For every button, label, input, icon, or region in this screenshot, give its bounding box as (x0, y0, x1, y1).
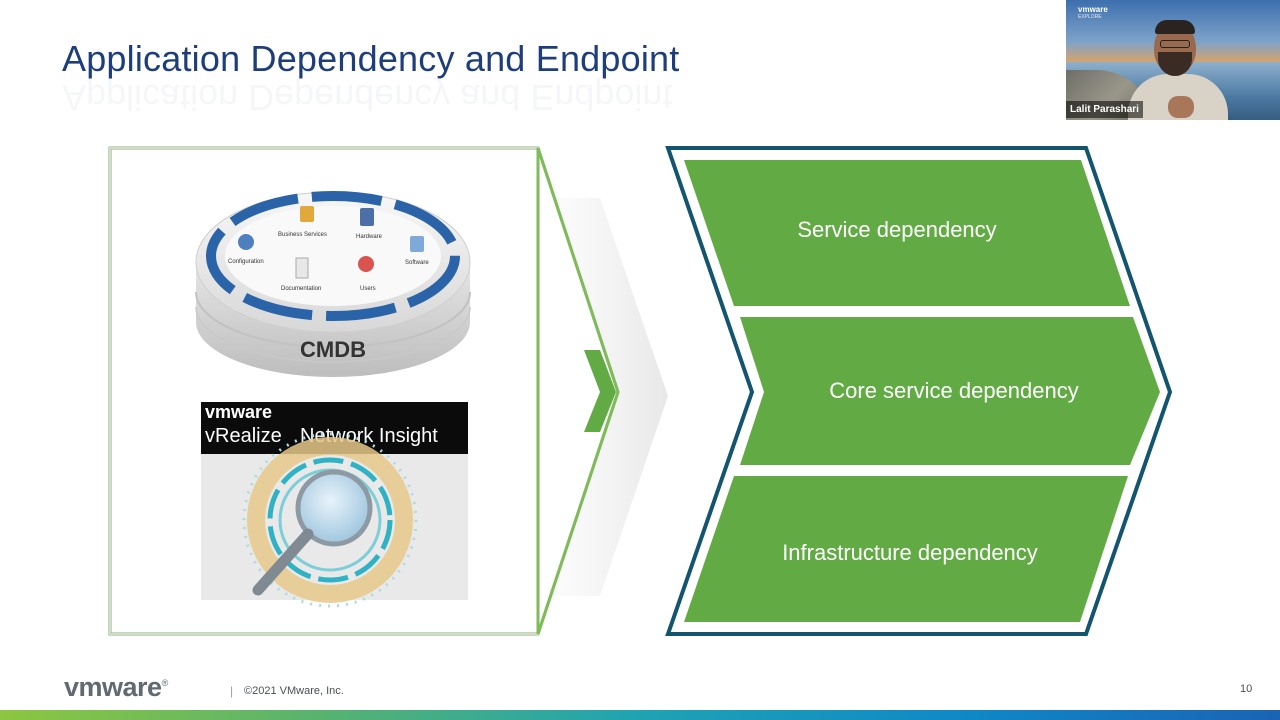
footer-vmware-logo: vmware® (64, 672, 168, 702)
vrni-brand: vmware (205, 402, 272, 422)
core-service-dependency-label: Core service dependency (829, 378, 1078, 403)
footer-separator: | (230, 684, 234, 698)
core-service-dependency-band (740, 317, 1160, 465)
cmdb-item-configuration: Configuration (228, 259, 264, 265)
video-participant-tile[interactable]: vmware EXPLORE Lalit Parashari (1066, 0, 1280, 120)
participant-video (1122, 18, 1232, 120)
cmdb-item-users: Users (360, 286, 376, 292)
cmdb-label: CMDB (300, 337, 366, 362)
cmdb-item-software: Software (405, 260, 429, 266)
infrastructure-dependency-band (684, 476, 1128, 622)
service-dependency-label: Service dependency (797, 217, 996, 242)
video-logo-sub: EXPLORE (1078, 14, 1102, 20)
page-number: 10 (1240, 683, 1253, 695)
vrni-graphic: vmware vRealize Network Insight (201, 402, 468, 608)
participant-name: Lalit Parashari (1066, 101, 1143, 118)
vrni-product-prefix: vRealize (205, 425, 282, 447)
small-green-chevron (584, 350, 616, 432)
cmdb-item-business-services: Business Services (278, 232, 327, 238)
service-dependency-band (684, 160, 1130, 306)
slide-title: Application Dependency and Endpoint (62, 38, 680, 79)
footer-gradient-bar (0, 710, 1280, 720)
cmdb-item-hardware: Hardware (356, 234, 383, 240)
video-logo: vmware (1078, 5, 1108, 14)
cmdb-item-documentation: Documentation (281, 286, 321, 292)
cmdb-graphic: Business Services Hardware Configuration… (195, 191, 471, 377)
infrastructure-dependency-label: Infrastructure dependency (782, 540, 1038, 565)
footer-copyright: ©2021 VMware, Inc. (244, 685, 344, 697)
